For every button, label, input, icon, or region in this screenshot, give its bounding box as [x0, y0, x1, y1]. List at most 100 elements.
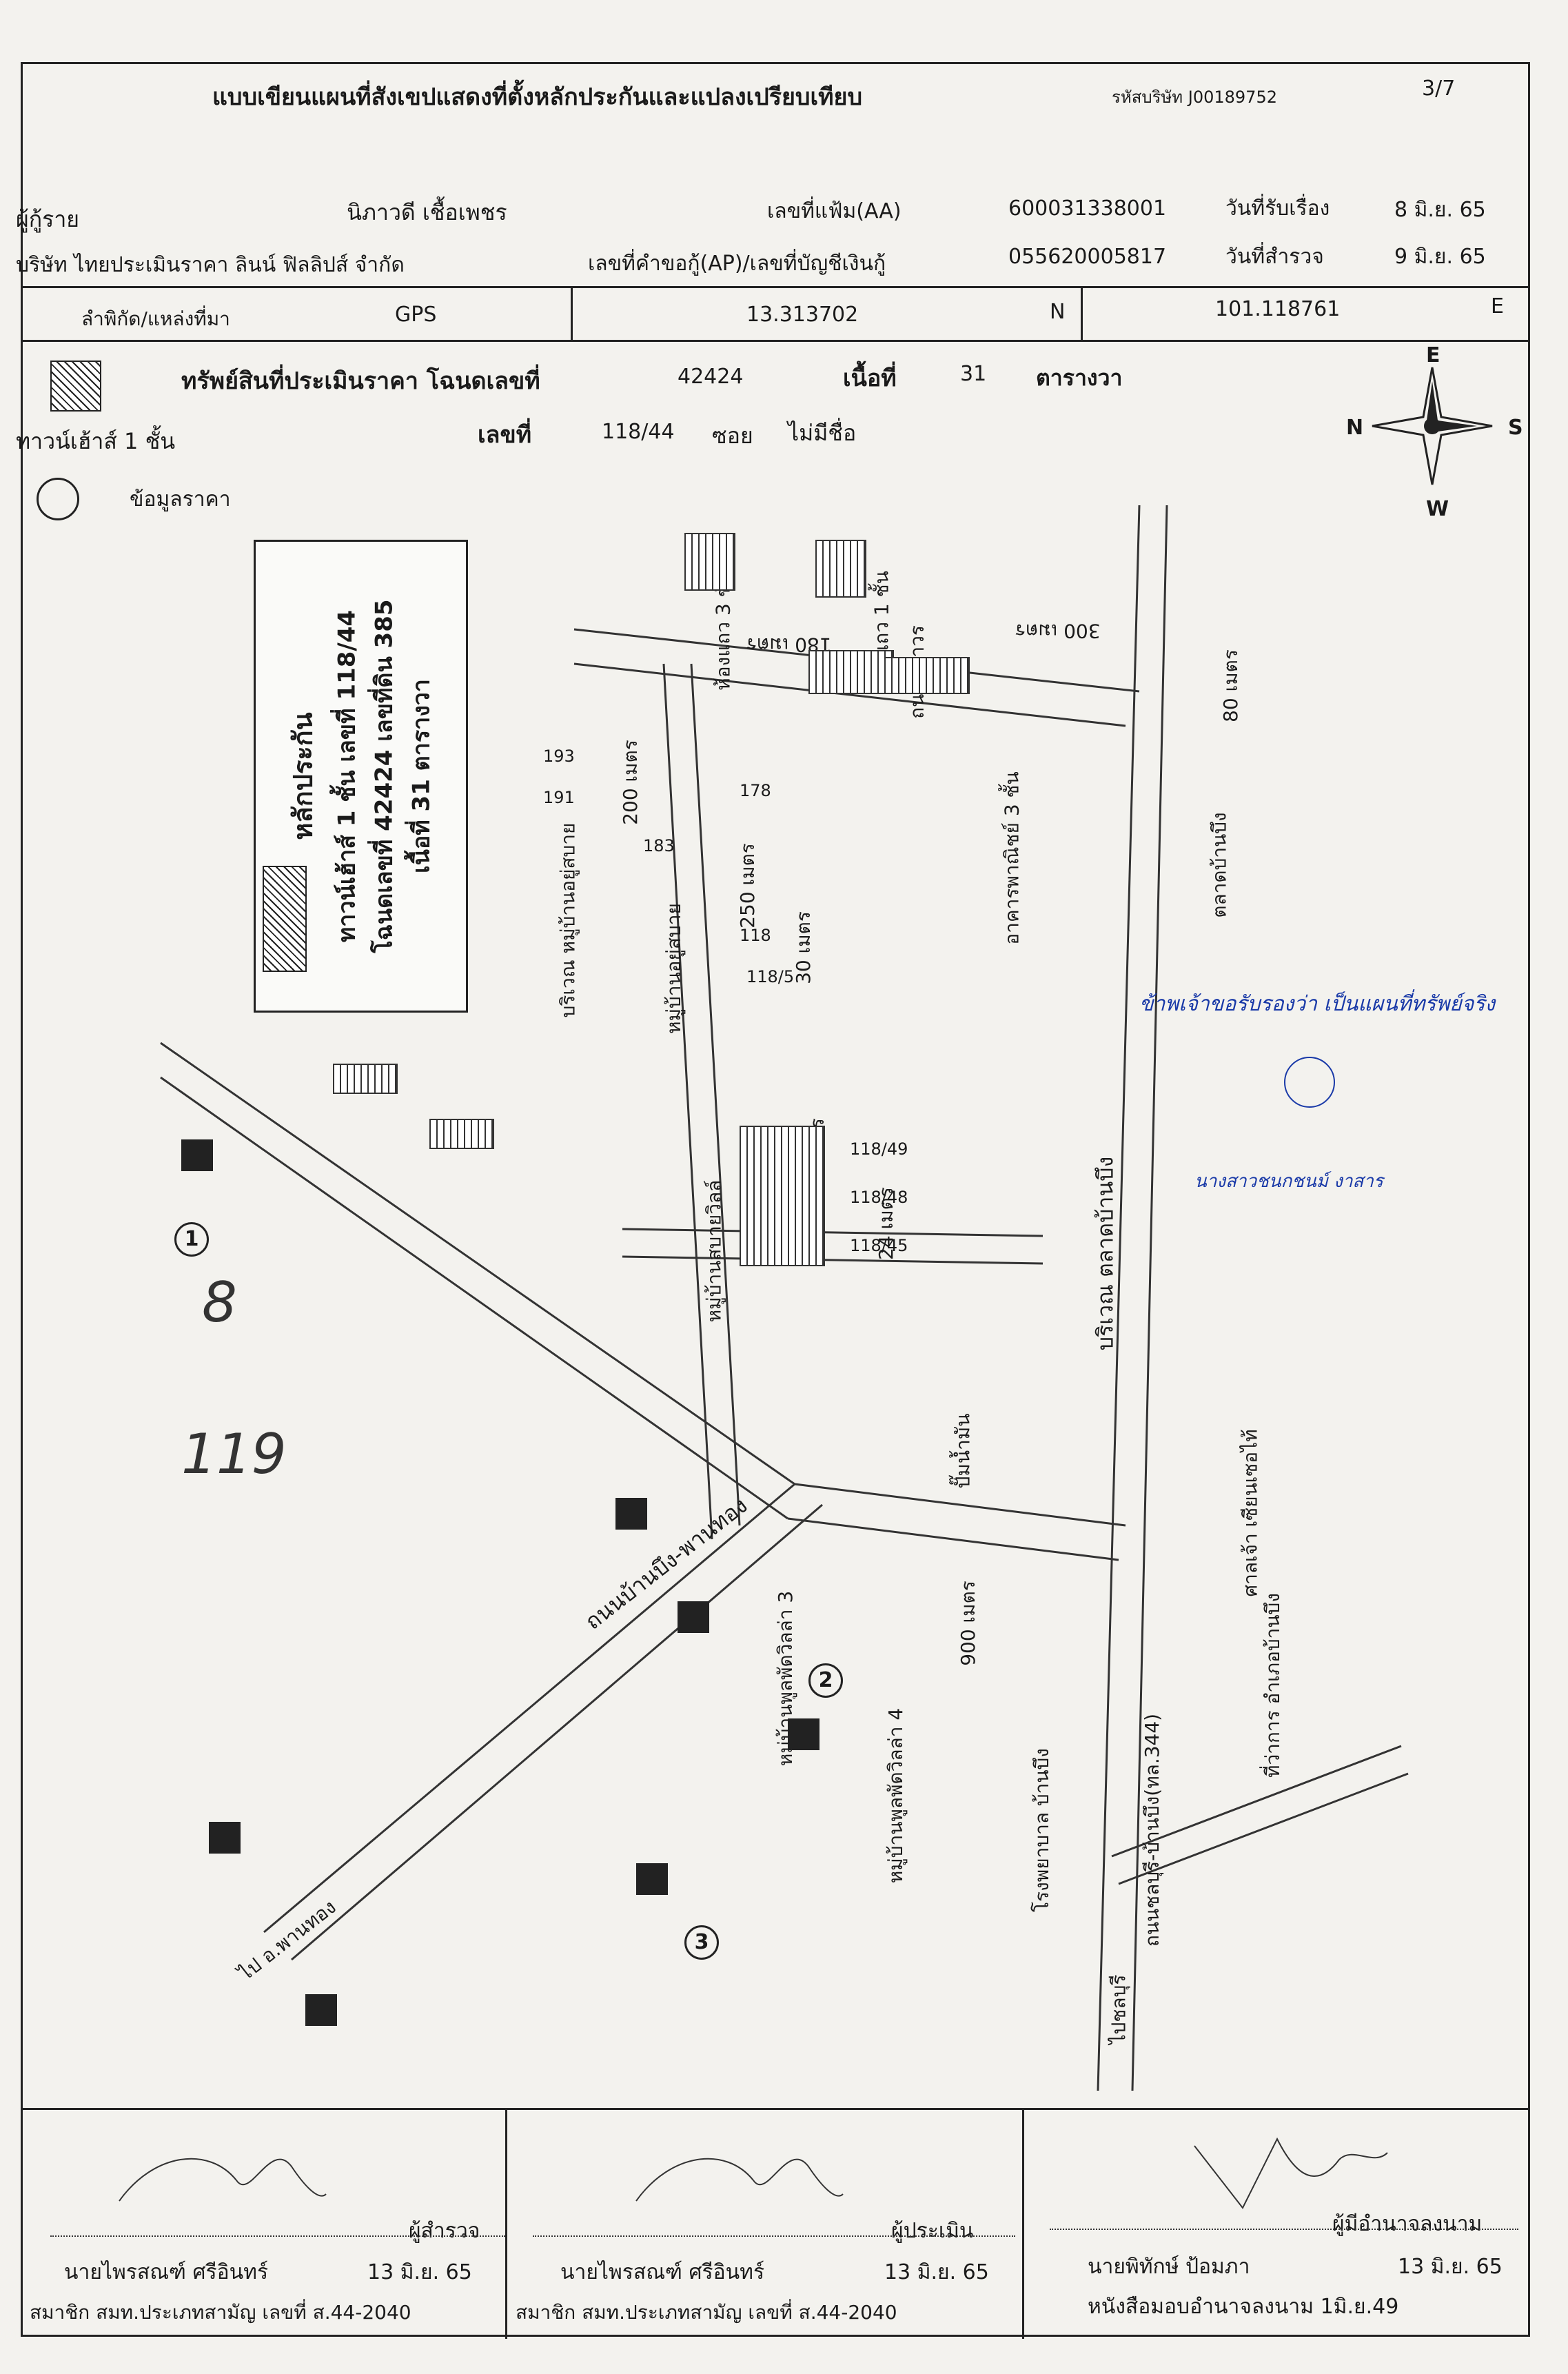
longitude-dir: E [1491, 294, 1504, 318]
file-no: 600031338001 [1008, 196, 1167, 221]
date-appraiser: 13 มิ.ย. 65 [884, 2260, 989, 2284]
shophouse-block [884, 657, 970, 694]
comparable-2: 2 [808, 1663, 843, 1698]
map-roads [160, 505, 1409, 2091]
label-dist-250: 250 เมตร [735, 843, 759, 929]
borrower-name: นิภาวดี เชื้อเพชร [347, 199, 507, 225]
received-date: 8 มิ.ย. 65 [1394, 198, 1486, 222]
lot-193: 193 [543, 747, 575, 766]
appraiser-company: บริษัท ไทยประเมินราคา ลินน์ ฟิลลิปส์ จำก… [16, 253, 405, 277]
lot-183: 183 [643, 836, 675, 855]
shophouse-block [429, 1119, 494, 1149]
handwritten-certification: ข้าพเจ้าขอรับรองว่า เป็นแผนที่ทรัพย์จริง [1139, 992, 1496, 1016]
shophouse-block [808, 650, 894, 694]
shophouse-block [684, 533, 735, 591]
label-market-area: บริเวณ ตลาดบ้านบึง [1092, 1156, 1119, 1351]
file-no-label: เลขที่แฟ้ม(AA) [767, 199, 902, 223]
request-no-label: เลขที่คำขอกู้(AP)/เลขที่บัญชีเงินกู้ [588, 252, 886, 276]
name-appraiser: นายไพรสณฑ์ ศรีอินทร์ [560, 2260, 765, 2284]
signature-appraiser [635, 2158, 844, 2202]
label-to-chonburi: ไปชลบุรี [1107, 1974, 1130, 2045]
signature-surveyor [119, 2158, 327, 2202]
name-authorized: นายพิทักษ์ ป้อมภา [1088, 2255, 1250, 2279]
doc-title: แบบเขียนแผนที่สังเขปแสดงที่ตั้งหลักประกั… [212, 83, 863, 111]
coord-label: ลำพิกัด/แหล่งที่มา [81, 307, 230, 330]
handwritten-name: นางสาวชนกชนม์ งาสาร [1194, 1171, 1383, 1192]
compass-n: N [1346, 416, 1364, 440]
lot-118-45: 118/45 [850, 1236, 908, 1255]
longitude: 101.118761 [1215, 297, 1341, 321]
lot-118-48: 118/48 [850, 1188, 908, 1207]
label-shrine: ศาลเจ้า เซียนเซอไท้ [1239, 1429, 1262, 1597]
member-authorized: หนังสือมอบอำนาจลงนาม 1มิ.ย.49 [1088, 2295, 1399, 2319]
label-village-villa: หมู่บ้านสบายวิลล์ [702, 1179, 726, 1323]
village-icon [181, 1139, 213, 1171]
member-appraiser: สมาชิก สมท.ประเภทสามัญ เลขที่ ส.44-2040 [516, 2301, 897, 2324]
lot-178: 178 [740, 781, 771, 800]
area-label: เนื้อที่ [843, 365, 897, 392]
comparable-1: 1 [174, 1222, 209, 1257]
lot-118-49: 118/49 [850, 1139, 908, 1159]
townhouse-lots [740, 1126, 825, 1266]
label-dist-80: 80 เมตร [1219, 649, 1242, 722]
latitude: 13.313702 [746, 303, 859, 327]
label-market: ตลาดบ้านบึง [1208, 812, 1231, 918]
member-surveyor: สมาชิก สมท.ประเภทสามัญ เลขที่ ส.44-2040 [30, 2301, 411, 2324]
collateral-swatch [50, 361, 101, 412]
house-no: 118/44 [602, 420, 675, 444]
document-frame: แบบเขียนแผนที่สังเขปแสดงที่ตั้งหลักประกั… [16, 62, 1530, 2339]
signature-authorized [1194, 2137, 1388, 2209]
handwritten-mark-1: 8 [202, 1270, 237, 1335]
village-icon [636, 1863, 668, 1895]
date-authorized: 13 มิ.ย. 65 [1398, 2255, 1503, 2279]
shophouse-block [333, 1064, 398, 1094]
village-icon [305, 1994, 337, 2026]
date-surveyor: 13 มิ.ย. 65 [367, 2260, 472, 2284]
handwritten-mark-2: 119 [181, 1422, 287, 1486]
legend-swatch [263, 866, 307, 972]
lot-118-5: 118/5 [746, 967, 795, 986]
label-village-puladi4: หมู่บ้านพูลพัดวิลล่า 4 [884, 1707, 908, 1884]
label-road-east: ถนนชลบุรี-บ้านบึง(ทล.344) [1141, 1713, 1164, 1947]
role-appraiser: ผู้ประเมิน [891, 2219, 974, 2243]
house-no-label: เลขที่ [478, 421, 532, 449]
page-number: 3/7 [1422, 77, 1456, 101]
deed-no: 42424 [678, 365, 744, 389]
lot-191: 191 [543, 788, 575, 807]
label-building-3: อาคารพาณิชย์ 3 ชั้น [1000, 771, 1024, 945]
village-icon [788, 1718, 819, 1750]
soi-name: ไม่มีชื่อ [788, 420, 857, 446]
compass-w: W [1426, 497, 1449, 521]
compass-e: E [1426, 343, 1440, 367]
label-village-sabai2: บริเวณ หมู่บ้านอยู่สบาย [556, 822, 580, 1018]
label-gas: ปั๊มน้ำมัน [951, 1413, 975, 1489]
area-value: 31 [960, 362, 987, 386]
label-dist-900: 900 เมตร [956, 1581, 979, 1666]
shophouse-block [815, 540, 866, 598]
survey-date: 9 มิ.ย. 65 [1394, 245, 1486, 269]
village-icon [209, 1822, 241, 1854]
label-district-office: ที่ว่าการ อำเภอบ้านบึง [1261, 1593, 1284, 1778]
handwritten-initial [1284, 1057, 1335, 1108]
price-info-label: ข้อมูลราคา [130, 487, 231, 511]
soi-label: ซอย [712, 423, 753, 449]
label-hospital: โรงพยาบาล บ้านบึง [1030, 1748, 1053, 1912]
comparable-3: 3 [684, 1925, 719, 1960]
price-info-symbol [37, 478, 79, 520]
latitude-dir: N [1050, 300, 1066, 324]
company-code: รหัสบริษัท J00189752 [1112, 88, 1277, 107]
coord-source: GPS [395, 303, 437, 327]
area-unit: ตารางวา [1036, 365, 1123, 391]
label-dist-300: 300 เมตร [1015, 620, 1101, 642]
request-no: 055620005817 [1008, 245, 1167, 269]
borrower-label: ผู้กู้ราย [16, 206, 80, 232]
property-type: ทาวน์เฮ้าส์ 1 ชั้น [16, 428, 176, 454]
legend-box: หลักประกัน ทาวน์เฮ้าส์ 1 ชั้น เลขที่ 118… [254, 540, 468, 1013]
compass-icon [1372, 367, 1493, 485]
village-icon [678, 1601, 709, 1633]
role-authorized: ผู้มีอำนาจลงนาม [1332, 2212, 1483, 2236]
compass-s: S [1508, 416, 1523, 440]
village-icon [615, 1498, 647, 1530]
role-surveyor: ผู้สำรวจ [409, 2219, 480, 2243]
label-village-sabai: หมู่บ้านอยู่สบาย [662, 903, 685, 1034]
